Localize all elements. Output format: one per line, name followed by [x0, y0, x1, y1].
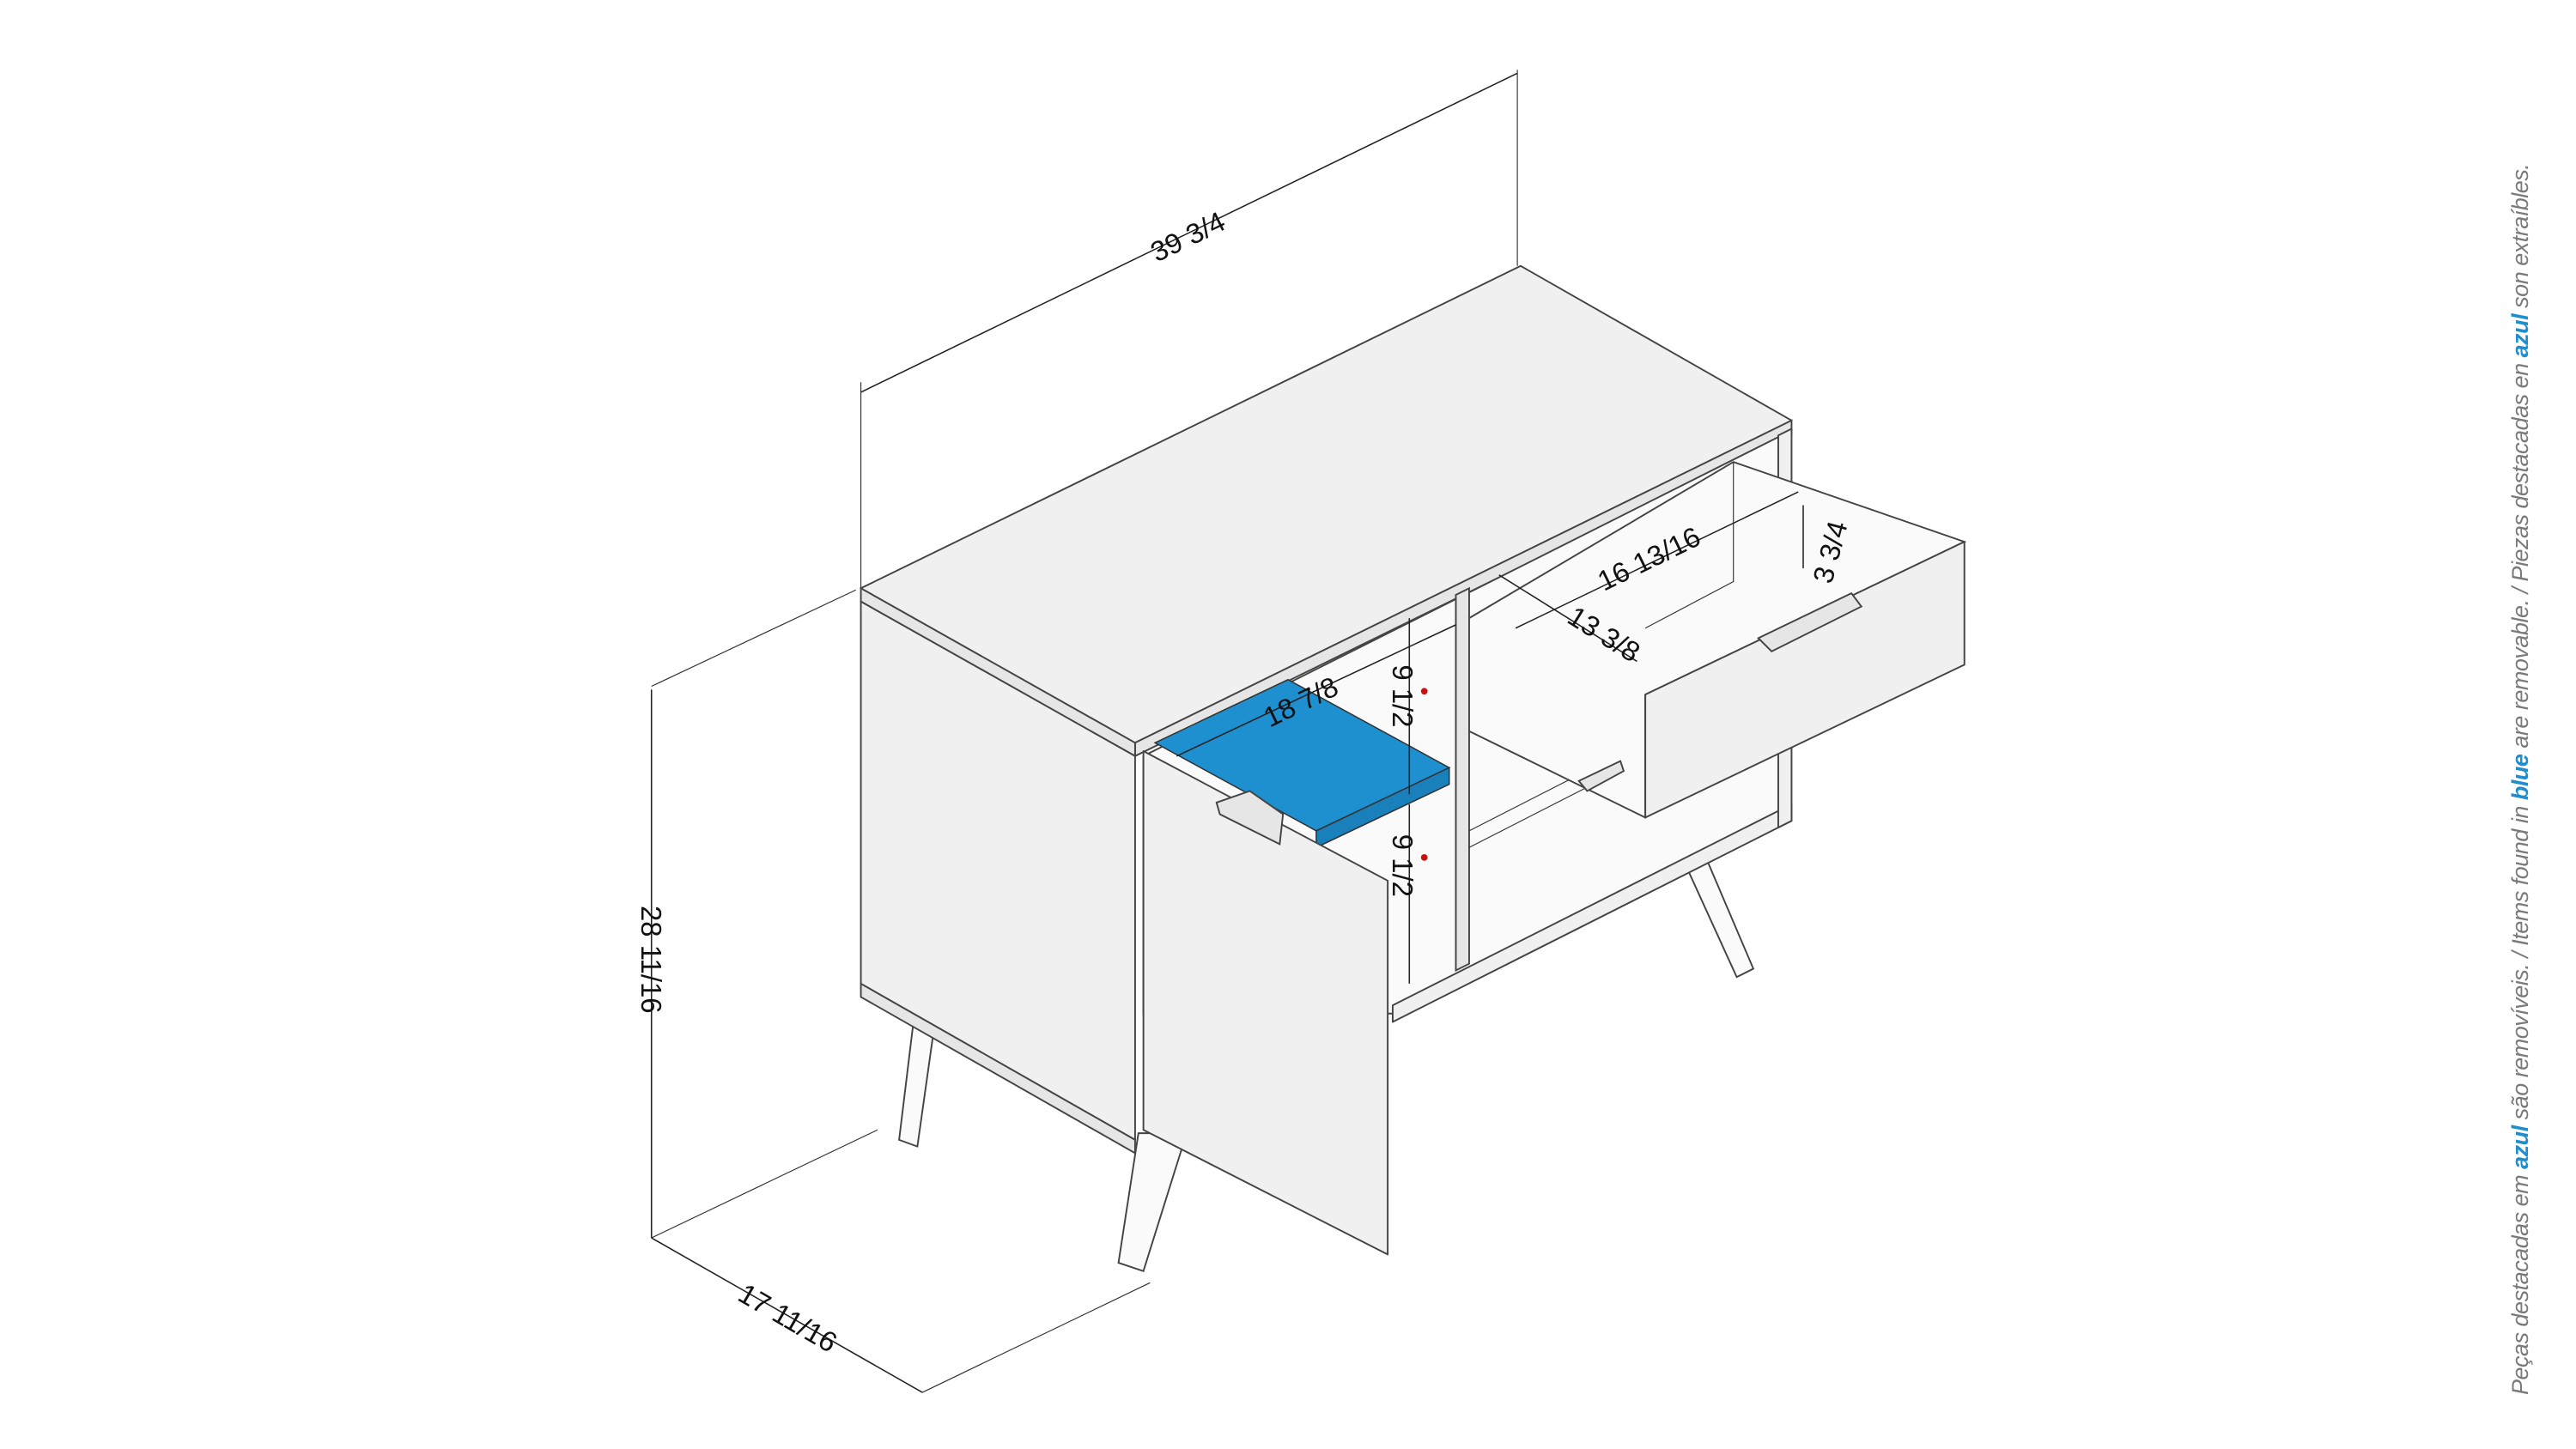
cabinet-bottom-edge — [860, 982, 1136, 1155]
lower-height-label: 9 1/2 — [1387, 834, 1419, 897]
width-label: 39 3/4 — [1145, 205, 1230, 268]
door-handle — [1215, 790, 1285, 846]
note-pt-color: azul — [2507, 1125, 2533, 1169]
note-pt-prefix: Peças destacadas em — [2507, 1168, 2533, 1395]
depth-label: 17 11/16 — [733, 1277, 842, 1359]
leg-front-right — [1684, 854, 1755, 979]
upper-height-label: 9 1/2 — [1387, 664, 1419, 727]
note-en-color: blue — [2507, 754, 2533, 801]
width-dimension-line — [860, 72, 1518, 393]
note-es-prefix: Piezas destacadas en — [2507, 357, 2533, 582]
center-divider — [1455, 586, 1470, 973]
note-en-suffix: are removable. / — [2507, 581, 2533, 755]
drawer-handle — [1757, 591, 1863, 653]
open-door — [1142, 750, 1389, 1256]
drawer-front — [1644, 541, 1965, 819]
note-pt-suffix: são removíveis. / — [2507, 945, 2533, 1126]
note-es-color: azul — [2507, 313, 2533, 358]
depth-dimension-line — [651, 1237, 923, 1393]
drawer-handle-lower — [1577, 760, 1625, 792]
drawer-back — [1644, 462, 1735, 629]
shelf-pin-marker-upper — [1420, 688, 1428, 695]
leg-front-left — [1117, 1132, 1188, 1273]
note-en-prefix: Items found in — [2507, 800, 2533, 946]
shelf-pin-marker-lower — [1420, 853, 1428, 861]
removable-parts-note: Peças destacadas em azul são removíveis.… — [2507, 164, 2534, 1395]
height-label: 28 11/16 — [635, 906, 667, 1014]
note-es-suffix: son extraíbles. — [2507, 163, 2533, 314]
